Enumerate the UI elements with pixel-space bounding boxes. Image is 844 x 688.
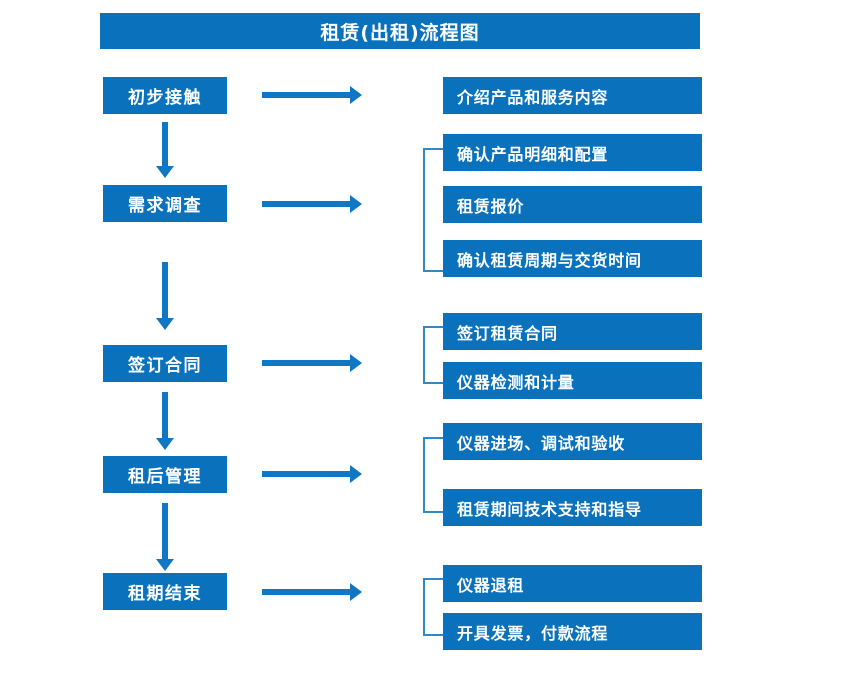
group-bracket-stage-2 (423, 148, 443, 272)
task-box-2-1[interactable]: 确认产品明细和配置 (443, 134, 702, 171)
task-box-3-2[interactable]: 仪器检测和计量 (443, 362, 702, 399)
arrow-shaft (162, 262, 168, 318)
stage-box-sign-contract[interactable]: 签订合同 (103, 345, 227, 382)
arrow-head (350, 195, 362, 213)
arrow-down-stage-4-to-5 (156, 503, 174, 571)
arrow-shaft (162, 503, 168, 559)
group-bracket-stage-3 (423, 326, 443, 384)
task-box-3-1[interactable]: 签订租赁合同 (443, 313, 702, 350)
stage-box-post-lease-management[interactable]: 租后管理 (103, 456, 227, 493)
arrow-shaft (262, 360, 350, 366)
task-box-5-1[interactable]: 仪器退租 (443, 565, 702, 602)
arrow-head (350, 465, 362, 483)
arrow-head (350, 86, 362, 104)
arrow-shaft (262, 589, 350, 595)
task-box-2-2[interactable]: 租赁报价 (443, 186, 702, 223)
arrow-right-stage-1 (262, 86, 362, 104)
task-box-4-2[interactable]: 租赁期间技术支持和指导 (443, 489, 702, 526)
stage-box-demand-survey[interactable]: 需求调查 (103, 185, 227, 222)
arrow-head (156, 559, 174, 571)
arrow-right-stage-3 (262, 354, 362, 372)
arrow-shaft (162, 392, 168, 438)
arrow-head (156, 318, 174, 330)
arrow-head (350, 583, 362, 601)
arrow-right-stage-5 (262, 583, 362, 601)
arrow-head (350, 354, 362, 372)
task-box-2-3[interactable]: 确认租赁周期与交货时间 (443, 240, 702, 277)
arrow-down-stage-3-to-4 (156, 392, 174, 450)
arrow-shaft (162, 122, 168, 166)
arrow-shaft (262, 92, 350, 98)
task-box-5-2[interactable]: 开具发票，付款流程 (443, 613, 702, 650)
arrow-right-stage-2 (262, 195, 362, 213)
arrow-down-stage-2-to-3 (156, 262, 174, 330)
arrow-shaft (262, 471, 350, 477)
arrow-down-stage-1-to-2 (156, 122, 174, 178)
diagram-title: 租赁(出租)流程图 (100, 13, 700, 49)
task-box-1-1[interactable]: 介绍产品和服务内容 (443, 77, 702, 114)
stage-box-initial-contact[interactable]: 初步接触 (103, 77, 227, 114)
arrow-head (156, 166, 174, 178)
group-bracket-stage-4 (423, 437, 443, 513)
group-bracket-stage-5 (423, 578, 443, 636)
arrow-right-stage-4 (262, 465, 362, 483)
arrow-shaft (262, 201, 350, 207)
task-box-4-1[interactable]: 仪器进场、调试和验收 (443, 423, 702, 460)
stage-box-lease-end[interactable]: 租期结束 (103, 573, 227, 610)
arrow-head (156, 438, 174, 450)
